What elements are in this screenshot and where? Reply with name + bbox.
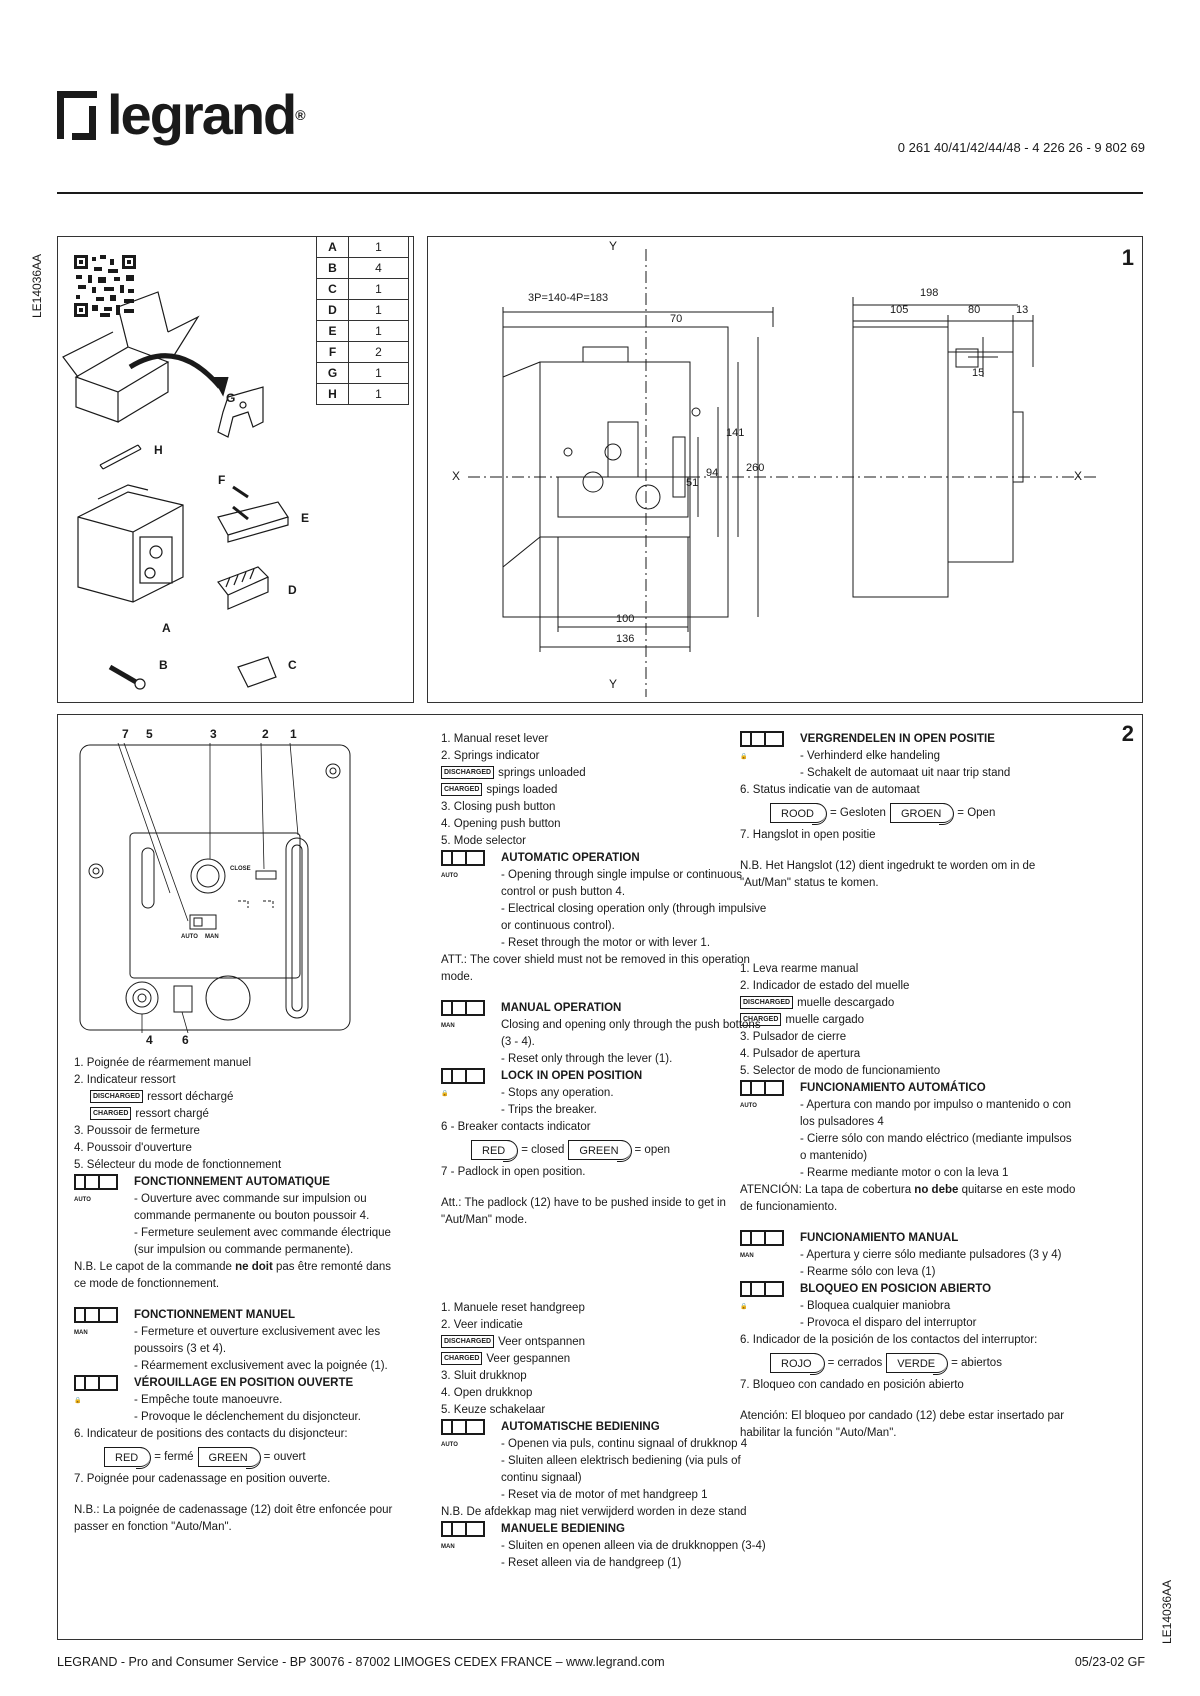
green-indicator: GREEN: [197, 1447, 261, 1469]
mode-selector: [189, 914, 217, 930]
reset-lever-slot: [141, 847, 155, 909]
switch-lock-icon: 🔒: [740, 1281, 790, 1310]
carton-box-icon: [74, 346, 170, 393]
french-instructions: 1. Poignée de réarmement manuel 2. Indic…: [74, 1055, 404, 1536]
breaker-contacts-indicator: [173, 985, 193, 1013]
dutch-instructions: 1. Manuele reset handgreep 2. Veer indic…: [441, 1302, 766, 1569]
red-indicator: RED: [471, 1140, 519, 1162]
green-indicator: GROEN: [889, 803, 955, 825]
red-indicator: ROOD: [770, 803, 827, 825]
lock-mode-block: 🔒 VÉROUILLAGE EN POSITION OUVERTE - Empê…: [74, 1375, 361, 1423]
legrand-logo: legrand®: [57, 80, 306, 150]
curved-arrow-icon: [128, 353, 222, 389]
spanish-instructions: 1. Leva rearme manual 2. Indicador de es…: [740, 963, 1076, 1439]
doc-code-top: LE14036AA: [30, 253, 44, 318]
green-indicator: VERDE: [886, 1353, 949, 1375]
switch-manual-icon: MAN: [74, 1307, 124, 1336]
green-indicator: GREEN: [568, 1140, 632, 1162]
switch-manual-icon: MAN: [441, 1000, 491, 1029]
qr-code-icon: [74, 255, 136, 317]
front-panel-diagram: [79, 743, 351, 1033]
operation-panel: 2 7 5 3 2 1 4 6 CLOSE AUTO MAN 1. Poigné…: [57, 714, 1143, 1640]
panel-number: 1: [1121, 245, 1134, 270]
auto-mode-block: AUTO FONCTIONNEMENT AUTOMATIQUE - Ouvert…: [74, 1174, 391, 1256]
switch-manual-icon: MAN: [441, 1521, 491, 1550]
panel-number: 2: [1121, 721, 1134, 746]
switch-auto-icon: AUTO: [74, 1174, 124, 1203]
doc-code-bottom: LE14036AA: [1160, 1579, 1174, 1644]
motor-operator-icon: [77, 491, 184, 603]
manual-mode-block: MAN FONCTIONNEMENT MANUEL - Fermeture et…: [74, 1307, 388, 1372]
product-references: 0 261 40/41/42/44/48 - 4 226 26 - 9 802 …: [897, 140, 1145, 155]
screw-icon: [232, 485, 249, 521]
cover-plate-icon: [217, 501, 289, 543]
dimensions-drawing: [468, 249, 1098, 697]
dim-front-width: 3P=140-4P=183: [528, 292, 609, 304]
kit-illustration: [62, 291, 289, 690]
switch-lock-icon: 🔒: [441, 1068, 491, 1097]
switch-auto-icon: AUTO: [441, 850, 491, 879]
switch-auto-icon: AUTO: [441, 1419, 491, 1448]
closing-push-button: [190, 858, 226, 894]
red-indicator: RED: [104, 1447, 152, 1469]
bolt-icon: [108, 664, 138, 685]
padlock-shutter-icon: [237, 656, 277, 688]
legrand-logo-icon: [57, 91, 97, 140]
brand-name: legrand: [107, 83, 297, 146]
switch-manual-icon: MAN: [740, 1230, 790, 1259]
footer-address: LEGRAND - Pro and Consumer Service - BP …: [57, 1655, 665, 1669]
switch-lock-icon: 🔒: [74, 1375, 124, 1404]
bracket-icon: [217, 386, 264, 438]
footer-revision: 05/23-02 GF: [1074, 1655, 1145, 1669]
dimensions-panel: 1 Y Y X X 3P=140-4P=183 70 198 105 80 13…: [427, 236, 1143, 703]
dutch-instructions-cont: 🔒 VERGRENDELEN IN OPEN POSITIE- Verhinde…: [740, 731, 1036, 889]
terminal-block-icon: [217, 566, 270, 610]
spring-indicator: [255, 870, 277, 880]
rod-icon: [99, 444, 142, 470]
reset-lever: [285, 837, 309, 1019]
switch-lock-icon: 🔒: [740, 731, 790, 760]
red-indicator: ROJO: [770, 1353, 825, 1375]
header-divider: [57, 192, 1143, 194]
english-instructions: 1. Manual reset lever 2. Springs indicat…: [441, 733, 767, 1226]
switch-auto-icon: AUTO: [740, 1080, 790, 1109]
opening-push-button: [125, 981, 159, 1015]
